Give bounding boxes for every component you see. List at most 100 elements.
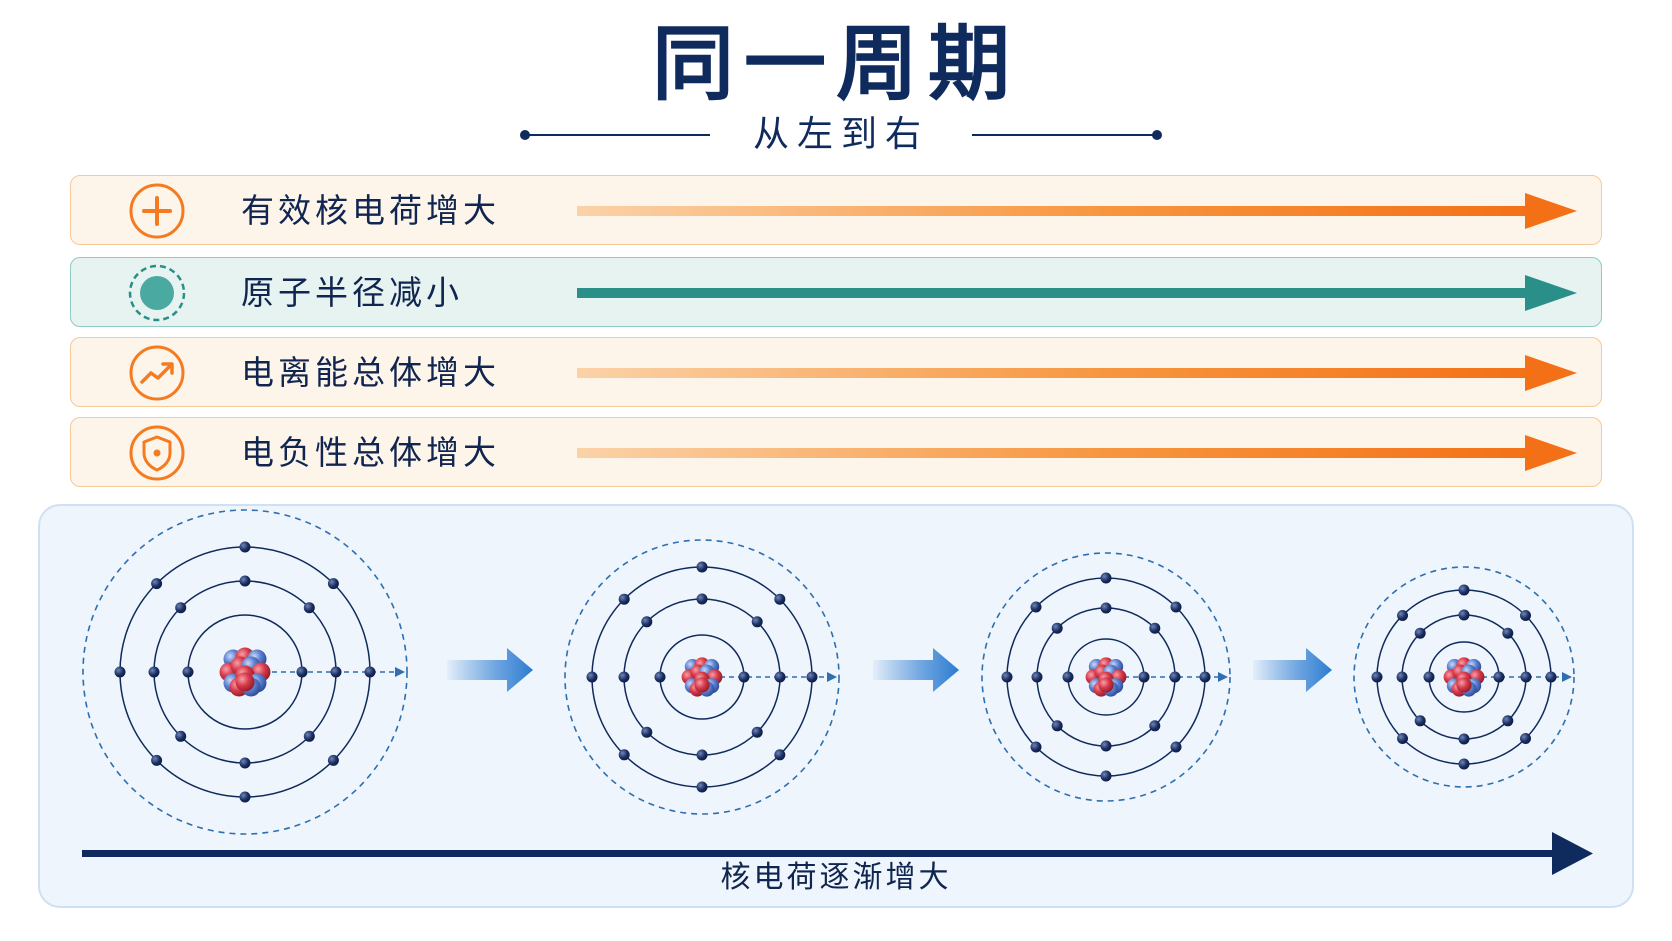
electron: [696, 749, 708, 761]
transition-arrow-1: [447, 648, 533, 692]
electron: [1493, 671, 1505, 683]
electron: [1149, 622, 1161, 634]
electron: [586, 671, 598, 683]
shield-icon: [129, 425, 185, 481]
atom-4: [1353, 566, 1575, 788]
electron: [1062, 671, 1074, 683]
electron: [1031, 671, 1043, 683]
transition-arrow-2: [873, 648, 959, 692]
atom-2: [564, 539, 840, 815]
electron: [1138, 671, 1150, 683]
atom-radius-icon: [128, 264, 186, 322]
electron: [303, 602, 315, 614]
atom-3: [981, 552, 1231, 802]
electron: [1199, 671, 1211, 683]
proton: [694, 677, 710, 693]
electron: [1100, 770, 1112, 782]
electron: [1100, 740, 1112, 752]
electron: [1030, 601, 1042, 613]
electron: [751, 616, 763, 628]
electron: [618, 593, 630, 605]
proton: [235, 672, 255, 692]
electron: [654, 671, 666, 683]
radius-arrowhead: [1218, 672, 1228, 682]
electron: [751, 726, 763, 738]
electron: [1520, 671, 1532, 683]
trend-row-ionization-energy: 电离能总体增大: [70, 337, 1602, 407]
electron: [151, 578, 163, 590]
page-title: 同一周期: [651, 16, 1020, 112]
transition-arrow-3: [1253, 648, 1332, 692]
electron: [1397, 733, 1408, 744]
trend-up-icon: [129, 345, 185, 401]
atom-1: [82, 509, 408, 835]
electron: [239, 791, 251, 803]
radius-arrowhead: [827, 672, 837, 682]
electron: [1414, 715, 1426, 727]
atomic-radius-boundary: [82, 509, 408, 835]
trend-label: 原子半径减小: [241, 273, 463, 312]
trend-arrow: [577, 355, 1577, 391]
electron: [696, 561, 708, 573]
subtitle-line-left: [524, 134, 710, 136]
plus-circle-icon: [129, 183, 185, 239]
electron: [148, 666, 160, 678]
electron: [114, 666, 126, 678]
electron: [774, 671, 786, 683]
trend-label: 电负性总体增大: [241, 433, 500, 472]
electron: [1100, 572, 1112, 584]
electron: [1520, 610, 1531, 621]
proton: [1456, 677, 1472, 693]
electron: [1397, 610, 1408, 621]
nuclear-charge-label: 核电荷逐渐增大: [720, 860, 952, 895]
electron: [1051, 720, 1063, 732]
subtitle-dot-right: [1152, 130, 1162, 140]
electron: [239, 541, 251, 553]
electron: [1414, 627, 1426, 639]
nuclear-charge-arrow: [82, 832, 1593, 875]
electron: [641, 616, 653, 628]
electron: [1502, 715, 1514, 727]
electron: [1030, 741, 1042, 753]
electron: [1458, 584, 1470, 596]
electron: [1371, 671, 1383, 683]
electron: [1149, 720, 1161, 732]
electron: [774, 593, 786, 605]
trend-row-effective-charge: 有效核电荷增大: [70, 175, 1602, 245]
electron: [327, 578, 339, 590]
radius-arrowhead: [395, 667, 405, 677]
electron: [182, 666, 194, 678]
electron: [641, 726, 653, 738]
electron: [618, 749, 630, 761]
trend-label: 有效核电荷增大: [241, 191, 500, 230]
subtitle-dot-left: [520, 130, 530, 140]
electron: [696, 593, 708, 605]
electron: [1001, 671, 1013, 683]
trend-arrow: [577, 193, 1577, 229]
trend-arrow: [577, 275, 1577, 311]
trend-row-electronegativity: 电负性总体增大: [70, 417, 1602, 487]
electron: [1520, 733, 1531, 744]
subtitle: 从左到右: [752, 114, 929, 155]
electron: [296, 666, 308, 678]
electron: [1458, 758, 1470, 770]
electron: [1458, 609, 1470, 621]
electron: [151, 754, 163, 766]
electron: [618, 671, 630, 683]
electron: [1396, 671, 1408, 683]
atomic-radius-boundary: [981, 552, 1231, 802]
electron: [1169, 671, 1181, 683]
electron: [327, 754, 339, 766]
electron: [239, 575, 251, 587]
electron: [1170, 741, 1182, 753]
electron: [738, 671, 750, 683]
electron: [1170, 601, 1182, 613]
subtitle-line-right: [972, 134, 1158, 136]
atom-comparison-panel: [38, 504, 1634, 908]
electron: [330, 666, 342, 678]
trend-arrow: [577, 435, 1577, 471]
electron: [1423, 671, 1435, 683]
electron: [1051, 622, 1063, 634]
electron: [239, 757, 251, 769]
